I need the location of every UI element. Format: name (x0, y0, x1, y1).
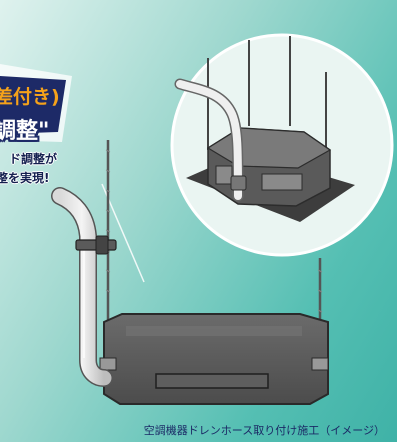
heading-line-2: 調整" (0, 119, 50, 144)
ac-unit (99, 313, 329, 405)
hose-clamp (75, 235, 117, 255)
description-line-1: ド調整が (9, 152, 58, 166)
heading-bubble (0, 64, 72, 142)
heading-line-1: 差付き) (0, 86, 60, 108)
description-line-2: 整を実現! (0, 171, 50, 185)
illustration-caption: 空調機器ドレンホース取り付け施工（イメージ） (143, 424, 385, 437)
drain-hose (51, 187, 113, 387)
magnifier-circle (170, 33, 394, 257)
